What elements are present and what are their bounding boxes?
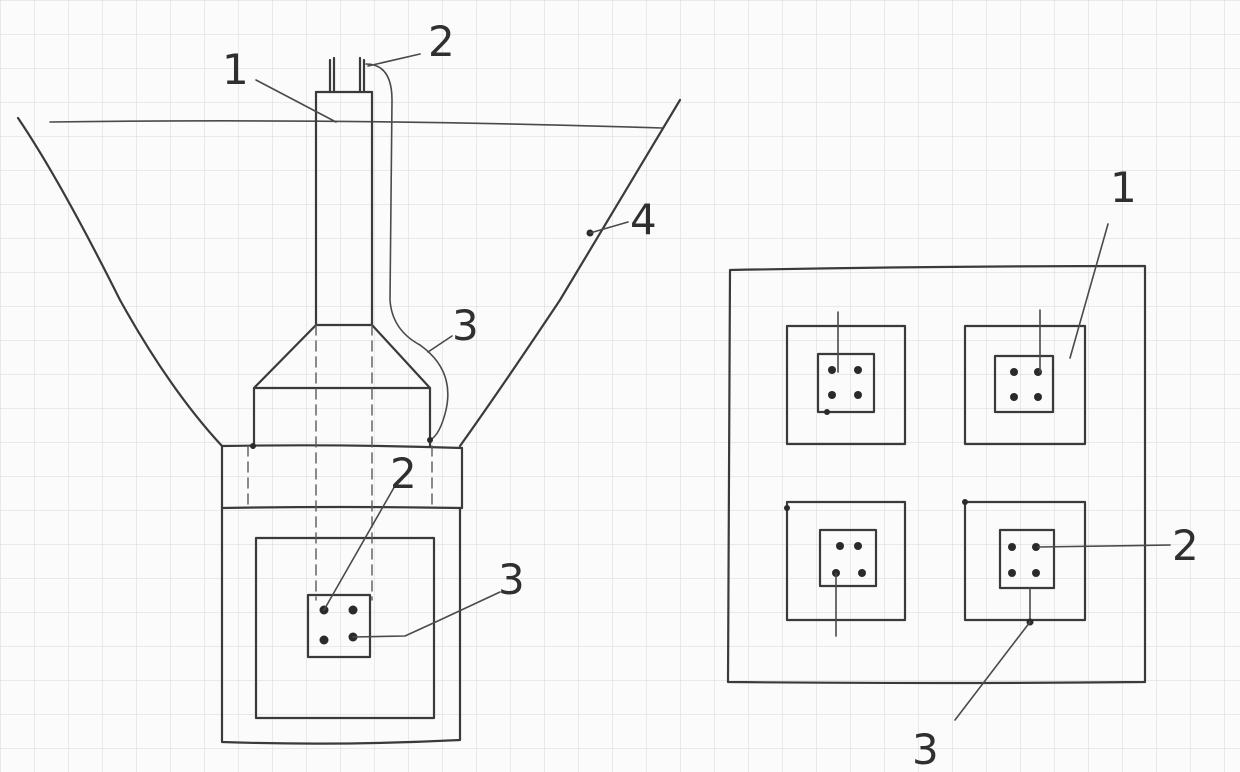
plan-leader-1 bbox=[1069, 223, 1109, 359]
bolt bbox=[1010, 368, 1018, 376]
bolt bbox=[1032, 543, 1040, 551]
label-1: 1 bbox=[222, 45, 249, 94]
plan-label-3: 3 bbox=[912, 725, 939, 772]
bolt bbox=[1010, 393, 1018, 401]
plan-footing-br bbox=[963, 500, 1087, 622]
plan-label-2: 2 bbox=[1172, 521, 1199, 570]
bolt bbox=[854, 366, 862, 374]
plan-footing-bl bbox=[785, 500, 907, 622]
bolt bbox=[854, 542, 862, 550]
right-view: 1 2 3 bbox=[726, 163, 1199, 772]
leader-3-mid bbox=[352, 591, 501, 638]
collar-bottom bbox=[220, 505, 464, 510]
label-3-mid: 3 bbox=[498, 555, 525, 604]
bolt bbox=[1032, 569, 1040, 577]
corner-dot bbox=[824, 409, 830, 415]
plan-label-1: 1 bbox=[1110, 163, 1137, 212]
bolt bbox=[1034, 393, 1042, 401]
pit-right-side bbox=[458, 98, 682, 448]
bolt bbox=[836, 542, 844, 550]
plan-footing-tr bbox=[963, 324, 1087, 446]
junction-dot bbox=[427, 437, 433, 443]
collar-top bbox=[220, 444, 464, 450]
label-4: 4 bbox=[630, 195, 657, 244]
junction-dot bbox=[250, 443, 256, 449]
corner-dot bbox=[962, 499, 968, 505]
plan-plate-br bbox=[998, 528, 1056, 590]
label-3: 3 bbox=[452, 301, 479, 350]
plan-frame bbox=[726, 264, 1147, 685]
cable-line bbox=[365, 63, 449, 441]
plan-leader-3 bbox=[954, 621, 1031, 721]
plan-plate-tr bbox=[993, 354, 1055, 414]
leader-1 bbox=[255, 79, 337, 123]
bolt bbox=[1034, 368, 1042, 376]
plan-plate-bl bbox=[818, 528, 878, 588]
bolt bbox=[1008, 543, 1016, 551]
pedestal-block bbox=[252, 386, 432, 448]
bolt bbox=[858, 569, 866, 577]
bolt bbox=[348, 605, 358, 615]
corner-dot bbox=[784, 505, 790, 511]
left-view: 1 2 3 4 2 3 bbox=[16, 17, 682, 745]
leader-2-mid bbox=[323, 483, 397, 611]
bolt bbox=[828, 366, 836, 374]
label-2-mid: 2 bbox=[390, 449, 417, 498]
bolt bbox=[319, 635, 329, 645]
pit-left-side bbox=[16, 116, 224, 448]
leader-2-top bbox=[367, 53, 421, 67]
bolt bbox=[854, 391, 862, 399]
base-plate bbox=[306, 593, 372, 659]
label-2: 2 bbox=[428, 17, 455, 66]
plan-leader-2 bbox=[1037, 544, 1171, 548]
surface-line bbox=[49, 120, 663, 129]
leader-3-top bbox=[427, 335, 453, 353]
shoulder-taper bbox=[252, 323, 432, 390]
plan-footing-tl bbox=[785, 324, 907, 446]
footing-outer bbox=[220, 506, 462, 745]
leader-4 bbox=[589, 221, 629, 234]
plan-plate-tl bbox=[816, 352, 876, 414]
bolt bbox=[1008, 569, 1016, 577]
footing-inner bbox=[254, 536, 436, 720]
bolt bbox=[828, 391, 836, 399]
